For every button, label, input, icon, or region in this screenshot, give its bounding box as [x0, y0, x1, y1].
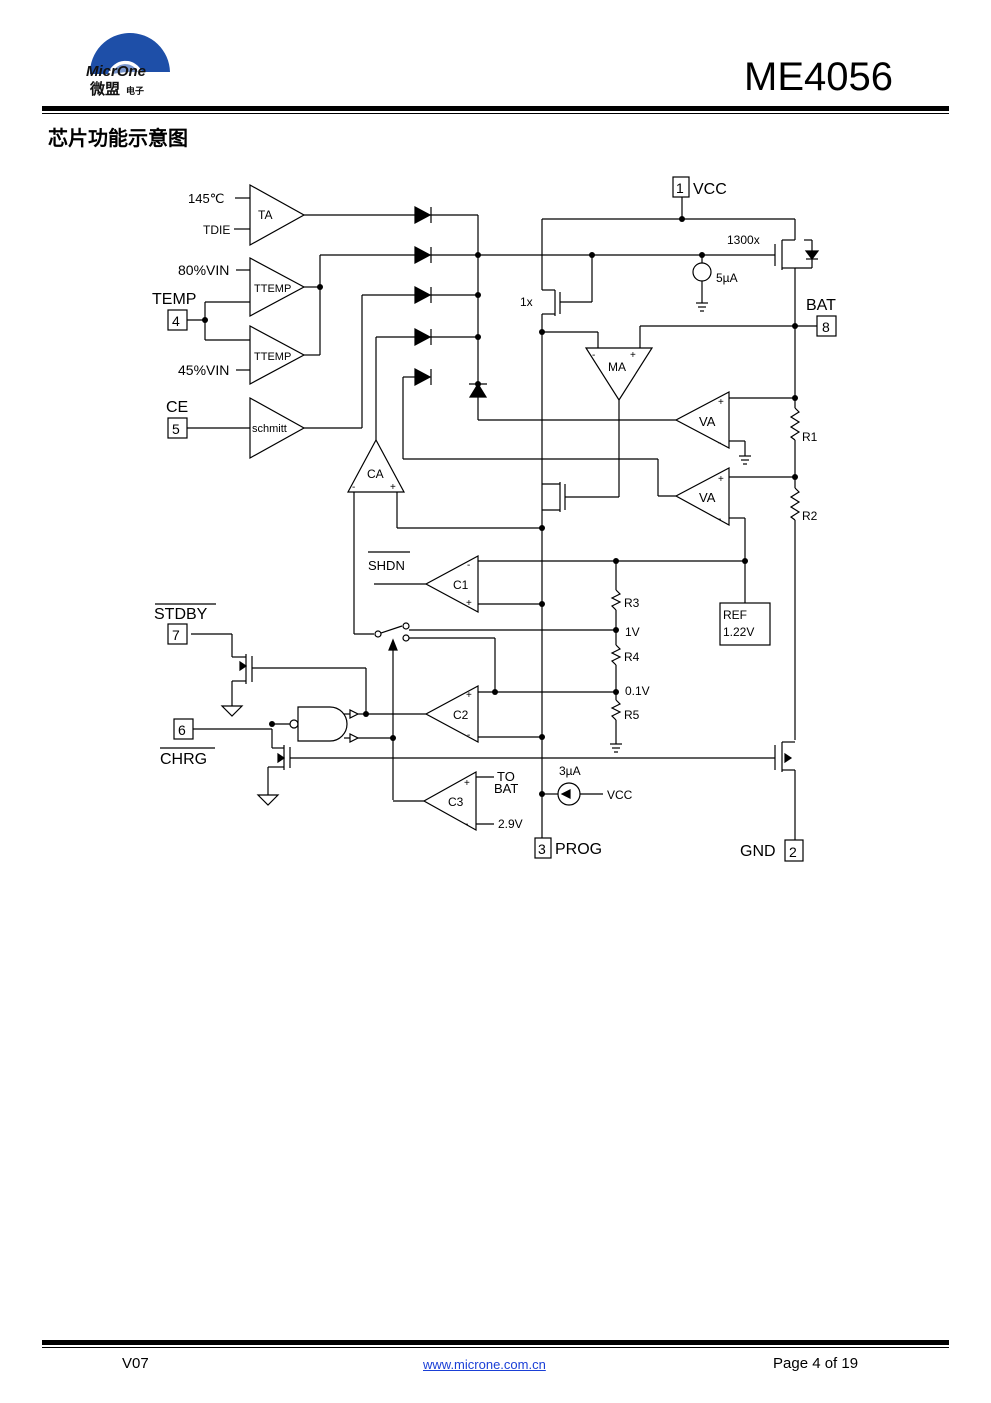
ttemp2-comparator [249, 324, 306, 386]
svg-text:-: - [718, 438, 721, 449]
ttemp1-comparator [249, 256, 306, 318]
label-ma: MA [608, 360, 626, 374]
label-va1: VA [699, 414, 716, 429]
label-ce: CE [166, 399, 188, 416]
svg-text:-: - [718, 514, 721, 525]
ca-amplifier [346, 438, 406, 493]
label-shdn: SHDN [368, 558, 405, 573]
label-gnd: GND [740, 843, 776, 860]
c3-comparator [422, 770, 477, 832]
footer-rule-thick [42, 1340, 949, 1345]
label-temp: TEMP [152, 291, 196, 308]
label-1v: 1V [625, 625, 640, 639]
svg-text:-: - [352, 482, 355, 493]
ref-box [719, 602, 771, 646]
footer-version: V07 [122, 1355, 149, 1372]
label-5ua: 5µA [716, 271, 738, 285]
pin-5: 5 [172, 421, 180, 437]
label-80vin: 80%VIN [178, 262, 229, 278]
block-diagram: 145℃ TDIE TA 80%VIN TEMP TTEMP TTEMP 45%… [152, 176, 837, 862]
label-to-bat: BAT [494, 781, 518, 796]
footer-page-number: Page 4 of 19 [773, 1355, 859, 1372]
pin-1: 1 [676, 180, 684, 196]
label-r5: R5 [624, 708, 640, 722]
svg-text:+: + [466, 690, 472, 701]
ta-comparator [249, 183, 306, 247]
label-vcc-pin: VCC [693, 181, 727, 198]
pin-6: 6 [178, 722, 186, 738]
label-r1: R1 [802, 430, 818, 444]
svg-text:+: + [718, 474, 724, 485]
svg-text:+: + [466, 598, 472, 609]
footer-website-link[interactable]: www.microne.com.cn [423, 1357, 546, 1372]
label-ca: CA [367, 467, 384, 481]
svg-text:-: - [467, 560, 470, 571]
label-1x: 1x [520, 295, 533, 309]
label-stdby: STDBY [154, 606, 208, 623]
header-rule-thin [42, 113, 949, 114]
label-r3: R3 [624, 596, 640, 610]
label-vcc-source: VCC [607, 788, 633, 802]
footer-rule-thin [42, 1347, 949, 1348]
pin-4: 4 [172, 313, 180, 329]
label-to: TO [497, 769, 515, 784]
svg-text:-: - [467, 730, 470, 741]
svg-text:+: + [718, 397, 724, 408]
label-prog: PROG [555, 841, 602, 858]
microne-logo: MicrOne 微盟 电子 [86, 32, 170, 98]
label-va2: VA [699, 490, 716, 505]
label-r4: R4 [624, 650, 640, 664]
label-c3: C3 [448, 795, 464, 809]
svg-text:-: - [465, 819, 468, 830]
label-3ua: 3µA [559, 764, 581, 778]
label-ttemp1: TTEMP [254, 283, 291, 295]
logo-brand-en: MicrOne [86, 63, 146, 80]
label-r2: R2 [802, 509, 818, 523]
label-ref: REF [723, 608, 747, 622]
label-chrg: CHRG [160, 751, 207, 768]
section-title: 芯片功能示意图 [48, 126, 188, 150]
document-title: ME4056 [744, 55, 893, 99]
label-tdie: TDIE [203, 223, 230, 237]
c1-comparator [424, 554, 479, 614]
svg-text:+: + [630, 350, 636, 361]
svg-text:+: + [390, 482, 396, 493]
label-ref-voltage: 1.22V [723, 625, 754, 639]
label-ttemp2: TTEMP [254, 351, 291, 363]
svg-text:+: + [464, 778, 470, 789]
ma-amplifier [584, 347, 654, 402]
label-45vin: 45%VIN [178, 362, 229, 378]
svg-text:-: - [592, 350, 595, 361]
label-145c: 145℃ [188, 191, 224, 206]
c2-comparator [424, 684, 479, 744]
logo-brand-cn: 微盟 [89, 80, 120, 98]
label-schmitt: schmitt [252, 423, 287, 435]
va2-amplifier [674, 467, 730, 527]
pin-7: 7 [172, 627, 180, 643]
label-1300x: 1300x [727, 233, 760, 247]
label-ta: TA [258, 208, 272, 222]
pin-3: 3 [538, 841, 546, 857]
nand-gate [297, 706, 348, 742]
pin-2: 2 [789, 844, 797, 860]
label-2-9v: 2.9V [498, 817, 523, 831]
va1-amplifier [674, 391, 730, 449]
label-c1: C1 [453, 578, 469, 592]
label-c2: C2 [453, 708, 469, 722]
header-rule-thick [42, 106, 949, 111]
pin-8: 8 [822, 319, 830, 335]
label-0-1v: 0.1V [625, 684, 650, 698]
logo-brand-cn-small: 电子 [126, 85, 144, 96]
label-bat: BAT [806, 297, 836, 314]
